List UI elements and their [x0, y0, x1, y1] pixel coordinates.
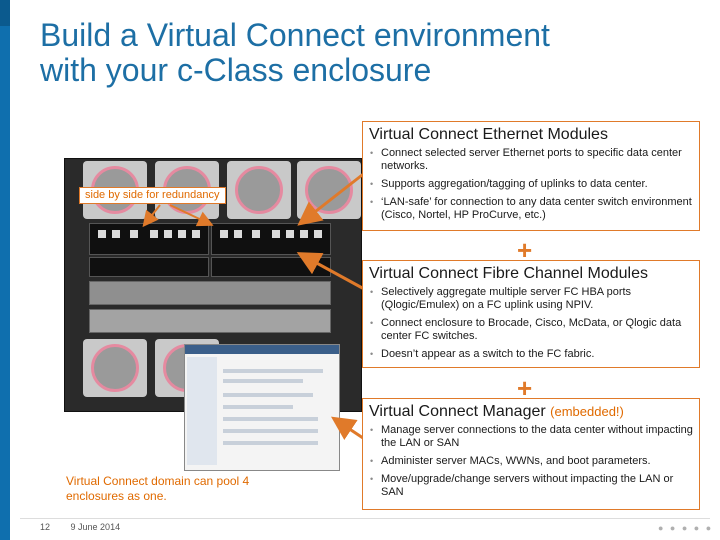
- fibre-channel-heading: Virtual Connect Fibre Channel Modules: [369, 265, 648, 282]
- port: [178, 230, 186, 238]
- fan-4: [297, 161, 361, 219]
- footer-logo-dots: ● ● ● ● ●: [658, 523, 714, 533]
- page-number: 12: [40, 522, 51, 532]
- ethernet-modules-heading: Virtual Connect Ethernet Modules: [369, 126, 608, 143]
- screenshot-titlebar: [185, 345, 339, 354]
- screenshot-row: [223, 429, 318, 433]
- bullet-item: Administer server MACs, WWNs, and boot p…: [369, 455, 693, 468]
- port: [272, 230, 280, 238]
- ethernet-modules-box: Virtual Connect Ethernet Modules Connect…: [362, 121, 700, 231]
- port: [220, 230, 228, 238]
- bullet-item: ‘LAN-safe’ for connection to any data ce…: [369, 196, 693, 222]
- port: [286, 230, 294, 238]
- manager-box: Virtual Connect Manager (embedded!) Mana…: [362, 398, 700, 510]
- plus-separator-1: +: [517, 235, 533, 265]
- port: [98, 230, 106, 238]
- domain-note: Virtual Connect domain can pool 4 enclos…: [66, 474, 250, 503]
- ethernet-module-right: [211, 223, 331, 255]
- interconnect-bay: [89, 281, 331, 305]
- bullet-item: Selectively aggregate multiple server FC…: [369, 286, 693, 312]
- fibre-channel-bullets: Selectively aggregate multiple server FC…: [369, 286, 693, 361]
- port: [314, 230, 322, 238]
- bullet-item: Doesn’t appear as a switch to the FC fab…: [369, 348, 693, 361]
- fan-3: [227, 161, 291, 219]
- port: [192, 230, 200, 238]
- manager-screenshot: [184, 344, 340, 471]
- screenshot-row: [223, 379, 303, 383]
- bullet-item: Connect enclosure to Brocade, Cisco, McD…: [369, 317, 693, 343]
- fan-5: [83, 339, 147, 397]
- fc-module-left: [89, 257, 209, 277]
- bullet-item: Supports aggregation/tagging of uplinks …: [369, 178, 693, 191]
- screenshot-nav-tree: [187, 357, 217, 465]
- port: [164, 230, 172, 238]
- screenshot-row: [223, 369, 323, 373]
- manager-heading-text: Virtual Connect Manager: [369, 403, 546, 420]
- slide-title-line-2: with your c-Class enclosure: [40, 52, 432, 88]
- slide-title-line-1: Build a Virtual Connect environment: [40, 17, 550, 53]
- left-accent-bar: [0, 0, 10, 540]
- port: [130, 230, 138, 238]
- left-accent-nub: [0, 0, 10, 26]
- manager-heading-suffix: (embedded!): [550, 404, 624, 419]
- port: [234, 230, 242, 238]
- ethernet-module-left: [89, 223, 209, 255]
- screenshot-row: [223, 405, 293, 409]
- manager-bullets: Manage server connections to the data ce…: [369, 424, 693, 499]
- fc-module-right: [211, 257, 331, 277]
- screenshot-row: [223, 441, 318, 445]
- port: [150, 230, 158, 238]
- footer-divider: [20, 518, 710, 519]
- interconnect-bay: [89, 309, 331, 333]
- port: [300, 230, 308, 238]
- redundancy-callout: side by side for redundancy: [79, 187, 226, 204]
- manager-heading: Virtual Connect Manager (embedded!): [369, 403, 693, 421]
- bullet-item: Manage server connections to the data ce…: [369, 424, 693, 450]
- fibre-channel-modules-box: Virtual Connect Fibre Channel Modules Se…: [362, 260, 700, 368]
- slide-title: Build a Virtual Connect environment with…: [40, 18, 620, 88]
- footer-date: 9 June 2014: [70, 522, 121, 532]
- bullet-item: Connect selected server Ethernet ports t…: [369, 147, 693, 173]
- footer: 12 9 June 2014: [40, 522, 120, 532]
- ethernet-bullets: Connect selected server Ethernet ports t…: [369, 147, 693, 222]
- bullet-item: Move/upgrade/change servers without impa…: [369, 473, 693, 499]
- plus-separator-2: +: [517, 373, 533, 403]
- screenshot-row: [223, 393, 313, 397]
- port: [112, 230, 120, 238]
- screenshot-row: [223, 417, 318, 421]
- port: [252, 230, 260, 238]
